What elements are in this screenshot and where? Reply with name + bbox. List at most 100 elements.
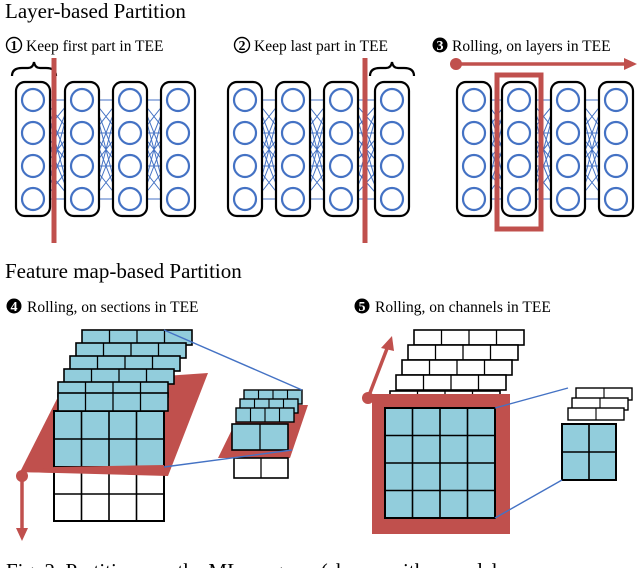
rolling-origin-3: [450, 58, 462, 70]
neuron-node: [20, 87, 46, 113]
layer-box: [14, 80, 52, 218]
number-badge-3: [432, 37, 448, 53]
neuron-node: [117, 153, 143, 179]
panel-4-label: 4 Rolling, on sections in TEE: [6, 298, 199, 316]
neuron-node: [328, 186, 354, 212]
svg-text:4: 4: [11, 300, 18, 315]
tee-window-3: [494, 72, 544, 232]
projection-line: [163, 329, 303, 391]
layer-box: [500, 80, 538, 218]
layer-partition-title: Layer-based Partition: [5, 0, 186, 23]
feature-map-channels-5: [362, 329, 633, 534]
neuron-node: [165, 87, 191, 113]
layer-box: [159, 80, 197, 218]
projection-line: [494, 479, 563, 519]
panel-2-text: Keep last part in TEE: [254, 38, 388, 55]
neuron-node: [280, 120, 306, 146]
panel-1-label: 1 Keep first part in TEE: [5, 36, 163, 55]
tee-brace-2: [368, 61, 416, 77]
neuron-node: [69, 120, 95, 146]
neuron-node: [280, 153, 306, 179]
neuron-node: [506, 120, 532, 146]
panel-1-text: Keep first part in TEE: [26, 38, 163, 55]
neuron-node: [117, 120, 143, 146]
neuron-node: [69, 87, 95, 113]
neuron-node: [379, 87, 405, 113]
rolling-arrow-5: [366, 345, 390, 399]
neuron-node: [461, 120, 487, 146]
neuron-node: [379, 153, 405, 179]
neuron-node: [506, 153, 532, 179]
neuron-node: [280, 87, 306, 113]
neuron-node: [232, 186, 258, 212]
figure-caption: Fig. 2. Partitions on the ML program (sh…: [6, 559, 498, 568]
tee-brace-1: [10, 61, 58, 77]
neuron-node: [20, 120, 46, 146]
feature-partition-title: Feature map-based Partition: [5, 259, 242, 283]
rolling-arrowhead-3: [624, 58, 637, 70]
layer-box: [597, 80, 635, 218]
neuron-node: [165, 153, 191, 179]
neuron-node: [603, 153, 629, 179]
number-badge-1: [5, 36, 23, 54]
network-diagram-2: [226, 80, 411, 218]
layer-box: [63, 80, 101, 218]
neuron-node: [328, 87, 354, 113]
neuron-node: [603, 120, 629, 146]
neuron-node: [69, 186, 95, 212]
number-badge-2: [233, 36, 251, 54]
panel-5-text: Rolling, on channels in TEE: [375, 299, 551, 316]
neuron-node: [117, 87, 143, 113]
neuron-node: [232, 153, 258, 179]
neuron-node: [506, 186, 532, 212]
layer-box: [226, 80, 264, 218]
neuron-node: [603, 186, 629, 212]
layer-box: [322, 80, 360, 218]
panel-4-text: Rolling, on sections in TEE: [27, 299, 199, 316]
rolling-origin-5: [362, 392, 374, 404]
neuron-node: [379, 186, 405, 212]
layer-box: [274, 80, 312, 218]
rolling-arrowhead-5: [381, 336, 394, 351]
neuron-node: [379, 120, 405, 146]
neuron-node: [506, 87, 532, 113]
neuron-node: [603, 87, 629, 113]
svg-text:5: 5: [359, 300, 366, 315]
tee-plane-edge-4: [20, 465, 168, 476]
neuron-node: [117, 186, 143, 212]
neuron-node: [461, 153, 487, 179]
neuron-node: [555, 186, 581, 212]
layer-box: [455, 80, 493, 218]
neuron-node: [165, 120, 191, 146]
neuron-node: [232, 87, 258, 113]
layer-box: [549, 80, 587, 218]
neuron-node: [280, 186, 306, 212]
rolling-arrowhead-4: [16, 528, 28, 541]
layer-box: [111, 80, 149, 218]
layer-box: [373, 80, 411, 218]
projection-line: [494, 387, 569, 409]
neuron-node: [232, 120, 258, 146]
svg-text:2: 2: [239, 39, 246, 54]
panel-3-text: Rolling, on layers in TEE: [452, 38, 611, 55]
projection-line: [163, 449, 293, 468]
neuron-node: [555, 120, 581, 146]
neuron-node: [461, 186, 487, 212]
neuron-node: [328, 120, 354, 146]
neuron-node: [461, 87, 487, 113]
neuron-node: [20, 186, 46, 212]
svg-text:3: 3: [437, 39, 444, 54]
neuron-node: [555, 87, 581, 113]
number-badge-4: [6, 298, 22, 314]
neuron-node: [328, 153, 354, 179]
svg-text:1: 1: [11, 39, 18, 54]
panel-5-label: 5 Rolling, on channels in TEE: [354, 298, 551, 316]
neuron-node: [20, 153, 46, 179]
network-diagram-3: [455, 80, 635, 218]
panel-2-label: 2 Keep last part in TEE: [233, 36, 388, 55]
number-badge-5: [354, 298, 370, 314]
network-diagram-1: [14, 80, 197, 218]
feature-map-sections-4: [16, 329, 308, 541]
neuron-node: [165, 186, 191, 212]
